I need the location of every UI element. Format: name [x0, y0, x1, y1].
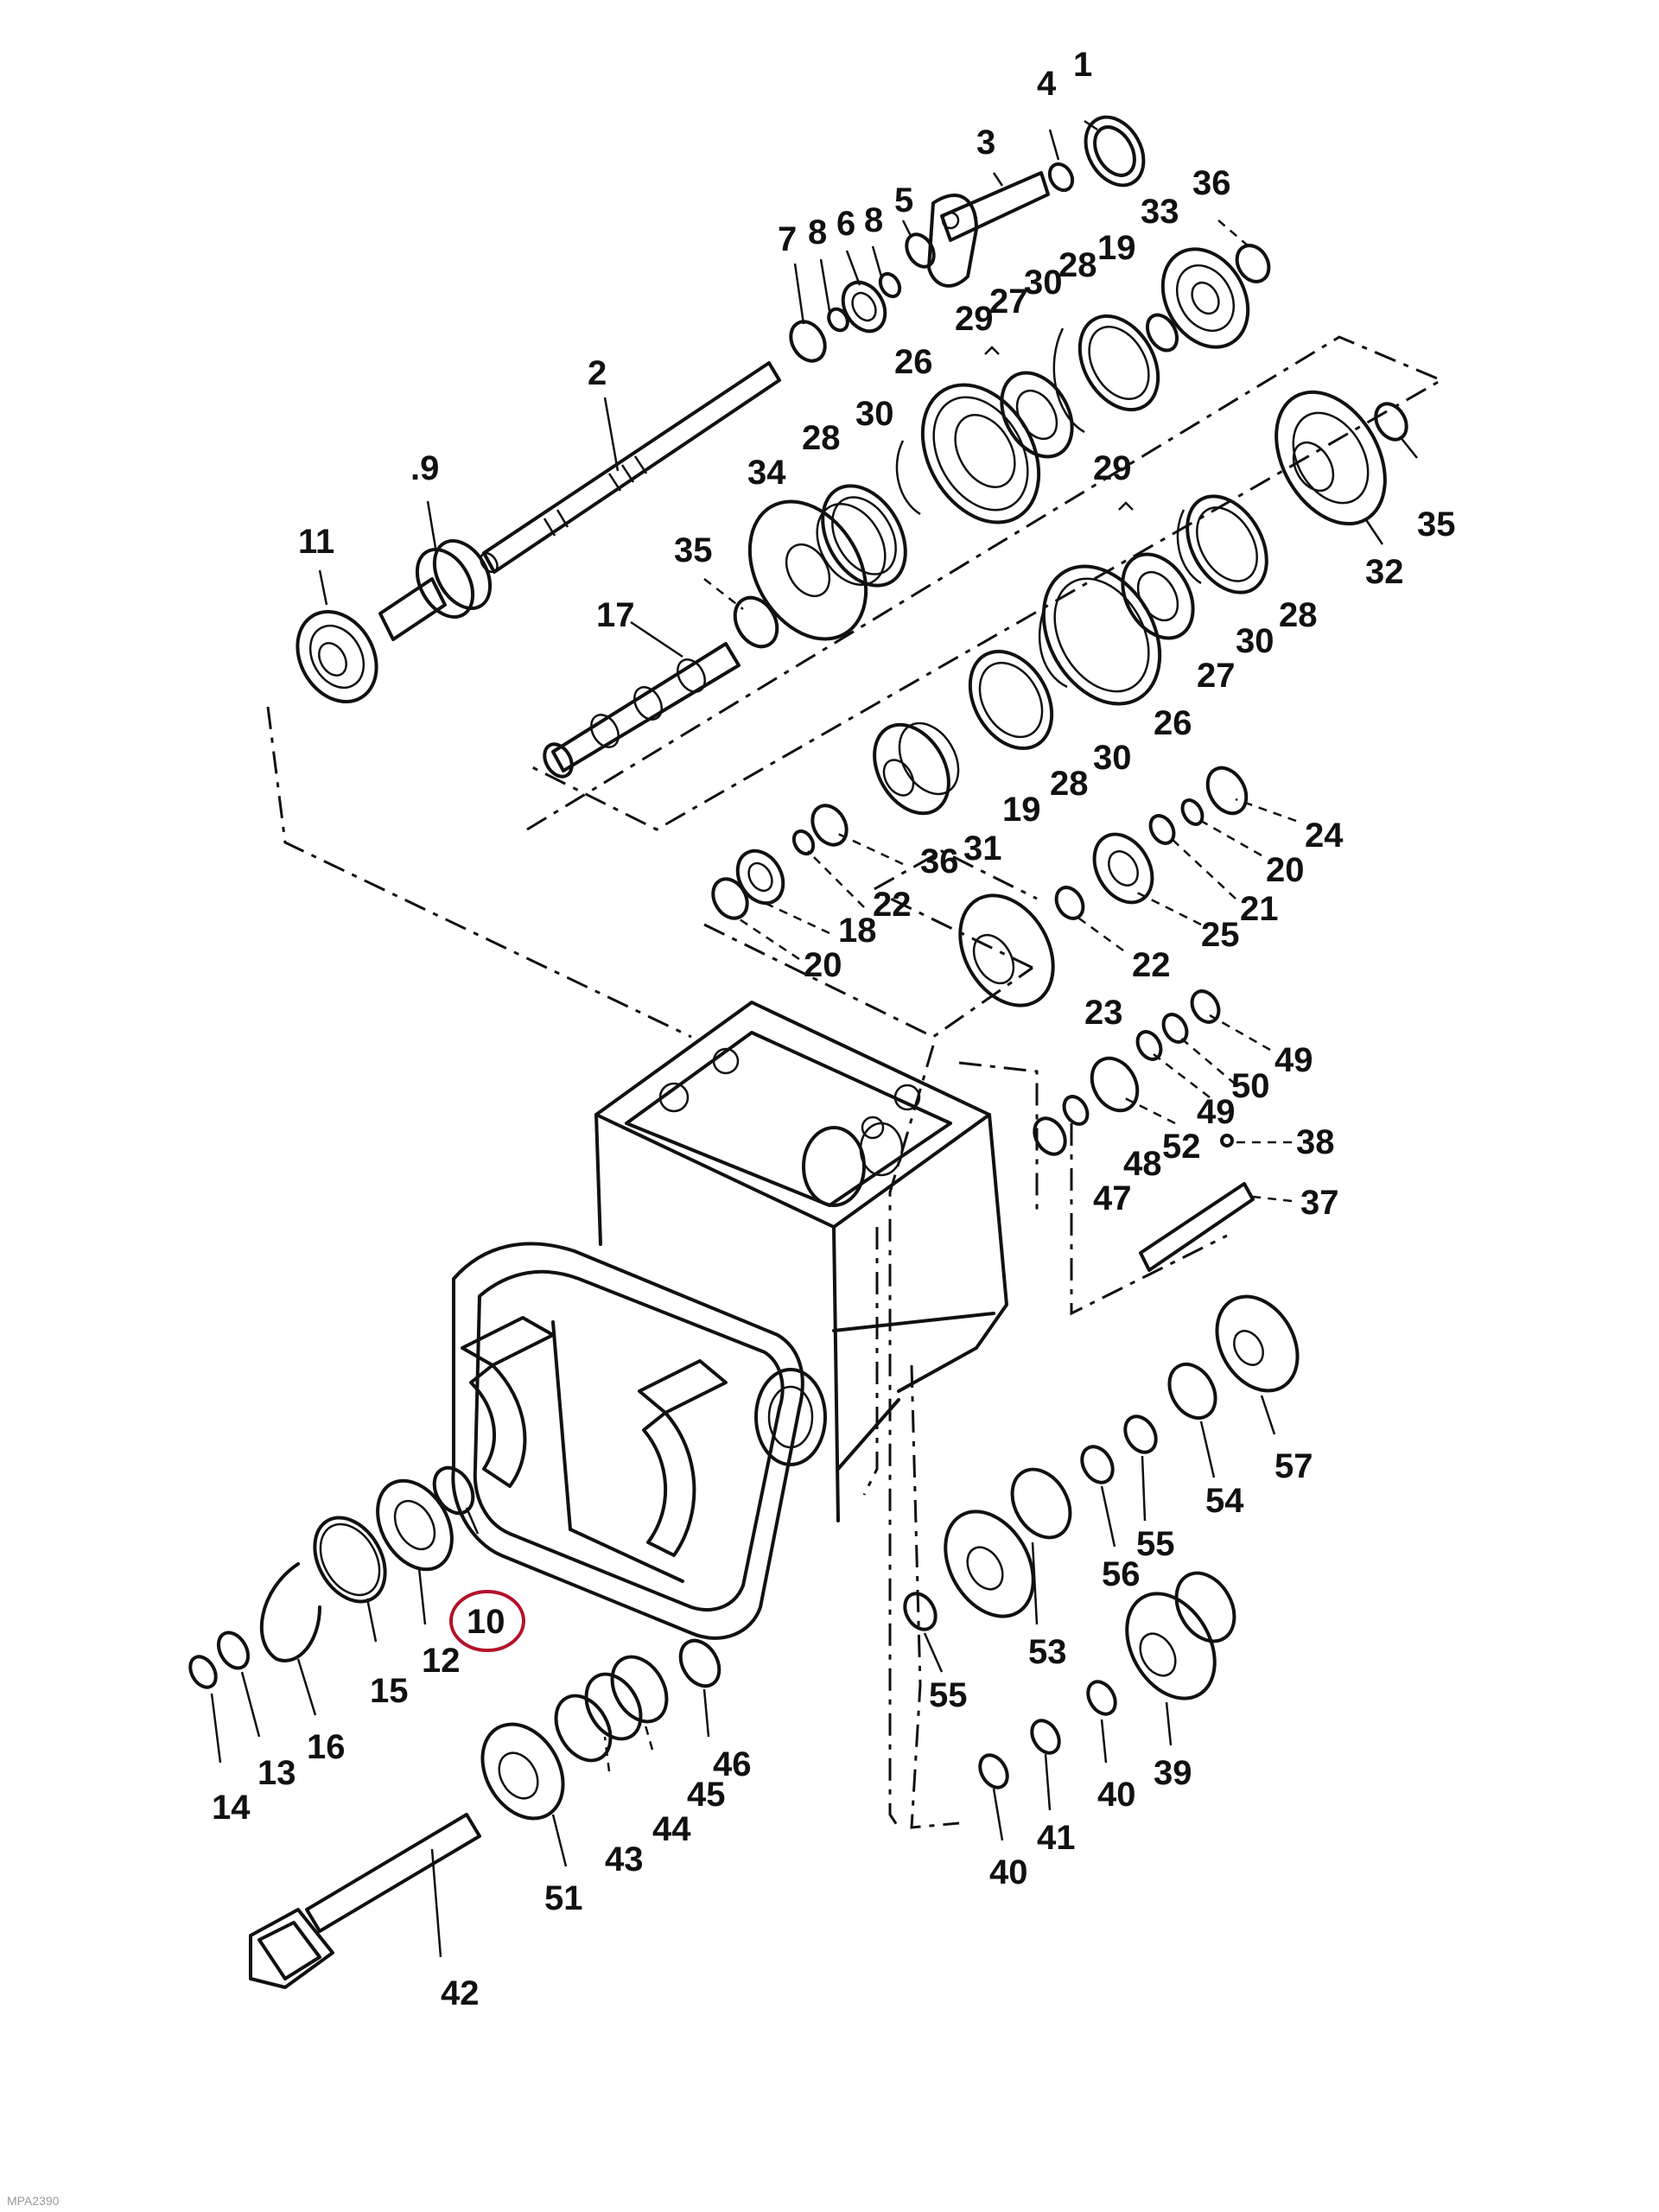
lower-shaft-parts: [188, 1465, 1236, 1989]
label-28d: 28: [1050, 765, 1089, 803]
gearbox-housing: [451, 1001, 1008, 1640]
label-12: 12: [422, 1642, 461, 1680]
label-50: 50: [1231, 1067, 1270, 1105]
label-28c: 28: [1279, 596, 1318, 634]
label-19b: 19: [1002, 791, 1041, 829]
label-40b: 40: [989, 1853, 1028, 1891]
label-33: 33: [1141, 193, 1179, 231]
label-55b: 55: [929, 1676, 968, 1714]
part-labels: 1 4 3 36 7 8 6 8 5 33 19 28 30 27 29 2 2…: [212, 46, 1456, 2012]
label-25: 25: [1201, 916, 1240, 954]
label-30b: 30: [855, 395, 894, 433]
footer-code: MPA2390: [7, 2194, 60, 2208]
label-48: 48: [1123, 1145, 1162, 1183]
reverse-idler-parts: [903, 989, 1300, 1631]
label-38: 38: [1296, 1123, 1335, 1161]
label-30: 30: [1024, 264, 1063, 302]
label-35b: 35: [1417, 505, 1456, 543]
label-29b: 29: [1093, 449, 1132, 487]
label-41: 41: [1037, 1819, 1076, 1857]
label-8: 8: [808, 213, 827, 251]
label-13: 13: [257, 1754, 296, 1792]
label-30d: 30: [1093, 739, 1132, 777]
label-29: 29: [955, 300, 994, 338]
label-39: 39: [1154, 1754, 1192, 1792]
label-15: 15: [370, 1672, 409, 1710]
label-49: 49: [1274, 1041, 1313, 1079]
label-27: 27: [989, 283, 1028, 321]
label-3: 3: [976, 124, 995, 162]
label-56: 56: [1102, 1555, 1141, 1593]
label-43: 43: [605, 1840, 644, 1878]
label-26b: 26: [1154, 704, 1192, 742]
label-7: 7: [778, 220, 797, 258]
label-19: 19: [1097, 229, 1136, 267]
label-22b: 22: [1132, 946, 1171, 984]
label-36: 36: [1192, 164, 1231, 202]
label-24: 24: [1305, 817, 1344, 855]
label-34: 34: [747, 454, 786, 492]
label-49b: 49: [1197, 1093, 1236, 1131]
label-5: 5: [894, 181, 913, 219]
label-28: 28: [1058, 246, 1097, 284]
label-22: 22: [873, 886, 912, 924]
label-40: 40: [1097, 1776, 1136, 1814]
label-44: 44: [652, 1810, 691, 1848]
label-57: 57: [1274, 1447, 1313, 1485]
assembly-boundaries: [266, 335, 1445, 1829]
label-53: 53: [1028, 1633, 1067, 1671]
label-51: 51: [544, 1879, 583, 1917]
label-1: 1: [1073, 46, 1092, 84]
label-8b: 8: [864, 201, 883, 239]
leader-lines: [210, 119, 1418, 1958]
label-6: 6: [836, 205, 855, 243]
countershaft-parts: [711, 766, 1249, 1007]
label-47: 47: [1093, 1179, 1132, 1217]
label-46: 46: [713, 1745, 752, 1783]
label-16: 16: [307, 1728, 346, 1766]
label-17: 17: [596, 596, 635, 634]
label-11: 11: [298, 523, 334, 561]
label-31: 31: [963, 830, 1002, 868]
label-4: 4: [1037, 65, 1057, 103]
label-28b: 28: [802, 419, 841, 457]
label-27b: 27: [1197, 657, 1236, 695]
label-20b: 20: [804, 946, 842, 984]
label-52: 52: [1162, 1128, 1201, 1166]
label-23: 23: [1084, 994, 1123, 1032]
label-35: 35: [674, 531, 713, 569]
label-55: 55: [1136, 1525, 1175, 1563]
upper-shaft-parts: [296, 115, 1408, 816]
label-18: 18: [838, 912, 877, 950]
label-2: 2: [588, 354, 607, 392]
label-26: 26: [894, 343, 933, 381]
label-21: 21: [1240, 890, 1279, 928]
label-10: 10: [467, 1603, 505, 1641]
highlight-circle-10: [449, 1590, 525, 1652]
label-32: 32: [1365, 553, 1404, 591]
label-30c: 30: [1236, 622, 1274, 660]
label-14: 14: [212, 1789, 251, 1827]
label-36b: 36: [920, 842, 959, 880]
label-37: 37: [1300, 1184, 1339, 1222]
label-20: 20: [1266, 851, 1305, 889]
label-54: 54: [1205, 1482, 1244, 1520]
label-42: 42: [441, 1974, 480, 2012]
label-45: 45: [687, 1776, 726, 1814]
label-9: .9: [410, 449, 439, 487]
